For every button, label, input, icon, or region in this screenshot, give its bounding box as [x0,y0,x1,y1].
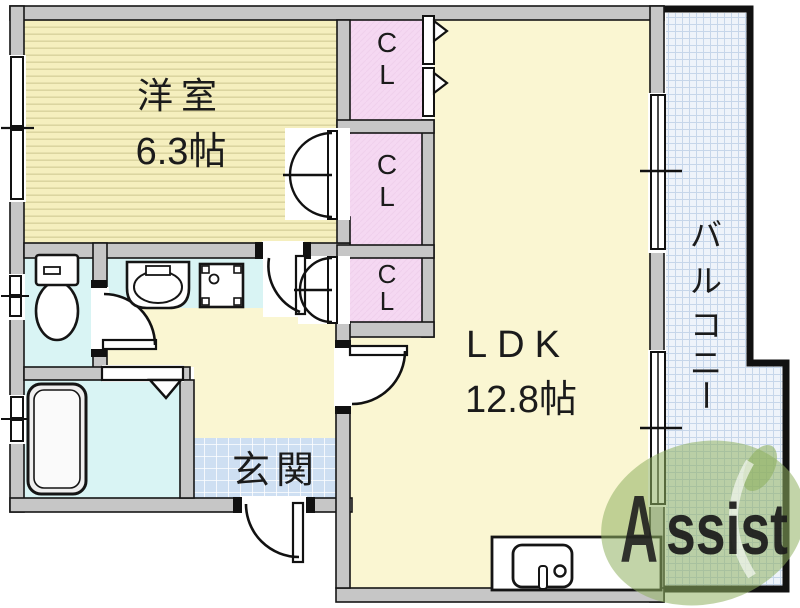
label-ldk: LDK [466,324,570,366]
door-closet3-double [294,256,338,324]
balcony-char-2: ル [690,263,722,299]
toilet [34,253,80,342]
labels: 洋室 6.3帖 LDK 12.8帖 玄関 C L C L C L バ ル コ ニ… [136,27,724,492]
wall-closet-west-upper [336,19,351,134]
label-ldk-size: 12.8帖 [465,379,577,421]
leaf-tip-icon [742,444,778,492]
closet2-floor [350,133,422,245]
closet2-l: L [379,181,395,212]
closet3-c: C [378,259,397,289]
closet3-l: L [380,286,394,316]
wall-closet-west-lower [336,216,351,244]
window-bathroom [1,396,31,442]
window-balcony-upper [640,94,682,250]
balcony-char-5: ー [688,379,724,411]
door-entrance [244,501,305,564]
faucet-icon [538,565,548,590]
assist-watermark: A ssist [601,440,800,606]
balcony-char-4: ニ [690,345,722,381]
western-room-floor [24,20,337,243]
closet3-floor [350,258,422,322]
wall-closet-divider1 [336,119,435,134]
leaf-vein-icon [729,459,756,579]
washing-machine-pan [198,262,245,309]
label-western-room: 洋室 [137,75,225,116]
entrance-floor [194,438,337,498]
balcony-char-3: コ [690,307,722,343]
label-closet2: C L [377,149,397,212]
watermark-ssist: ssist [666,490,788,570]
drain-icon [553,564,567,578]
label-western-size: 6.3帖 [136,131,227,173]
door-toilet [101,292,158,351]
wall-closet-divider2 [336,244,435,259]
wall-closet-bottom [336,321,435,338]
closet1-l: L [379,59,395,90]
balcony-char-1: バ [690,217,722,253]
wall-top [9,5,665,21]
ldk-floor [350,20,650,588]
wall-closet-east [421,119,435,338]
door-closet1-folding [422,15,449,117]
label-balcony: バ ル コ ニ ー [688,217,724,411]
door-bathroom-folding [100,365,185,400]
label-entrance: 玄関 [232,450,320,492]
closet2-c: C [377,149,397,180]
label-closet3: C L [378,259,397,316]
door-closet2-double [283,130,338,220]
window-western [1,56,34,200]
balcony-border [662,5,790,593]
watermark-a: A [620,476,658,583]
opening-caps [91,242,351,513]
wall-bath-east [179,379,195,499]
door-ldk [348,344,409,406]
window-toilet [1,275,29,317]
washbasin [125,260,191,310]
bathtub [26,382,88,496]
label-closet1: C L [377,27,397,90]
closet1-floor [350,20,422,120]
closet1-c: C [377,27,397,58]
